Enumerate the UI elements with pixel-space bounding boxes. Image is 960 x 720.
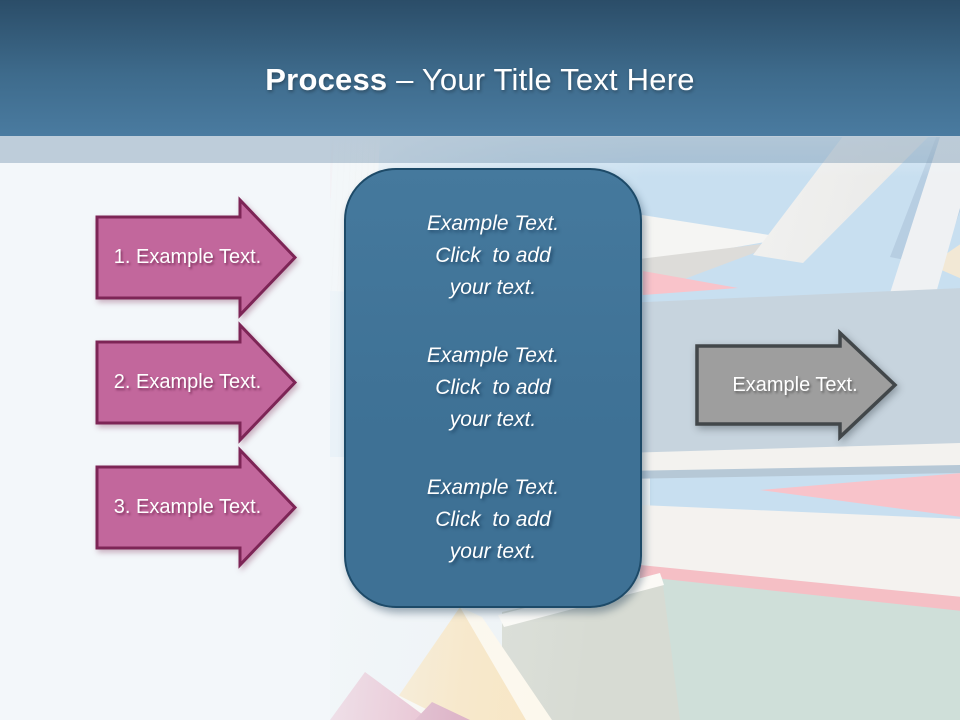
placeholder-text-1[interactable]: Example Text. Click to add your text. — [426, 212, 560, 299]
step-arrow-1[interactable]: 1. Example Text. — [95, 196, 298, 319]
output-arrow-label: Example Text. — [732, 374, 858, 396]
divider-band — [0, 136, 960, 163]
slide-title: Process – Your Title Text Here — [265, 38, 694, 98]
right-arrow-shape — [95, 446, 298, 569]
center-text-panel[interactable]: Example Text. Click to add your text. Ex… — [344, 168, 642, 608]
placeholder-text-2[interactable]: Example Text. Click to add your text. — [426, 344, 560, 431]
step-arrow-label: 3. Example Text. — [113, 496, 262, 518]
right-arrow-shape — [95, 196, 298, 319]
right-arrow-shape — [695, 328, 898, 442]
step-arrow-3[interactable]: 3. Example Text. — [95, 446, 298, 569]
right-arrow-shape — [95, 321, 298, 444]
step-arrow-label: 1. Example Text. — [113, 246, 262, 268]
slide-header: Process – Your Title Text Here — [0, 0, 960, 136]
placeholder-text-3[interactable]: Example Text. Click to add your text. — [426, 476, 560, 563]
step-arrow-label: 2. Example Text. — [113, 371, 262, 393]
title-rest: – Your Title Text Here — [396, 62, 695, 97]
step-arrow-2[interactable]: 2. Example Text. — [95, 321, 298, 444]
output-arrow[interactable]: Example Text. — [695, 328, 898, 442]
title-emphasis: Process — [265, 62, 388, 97]
